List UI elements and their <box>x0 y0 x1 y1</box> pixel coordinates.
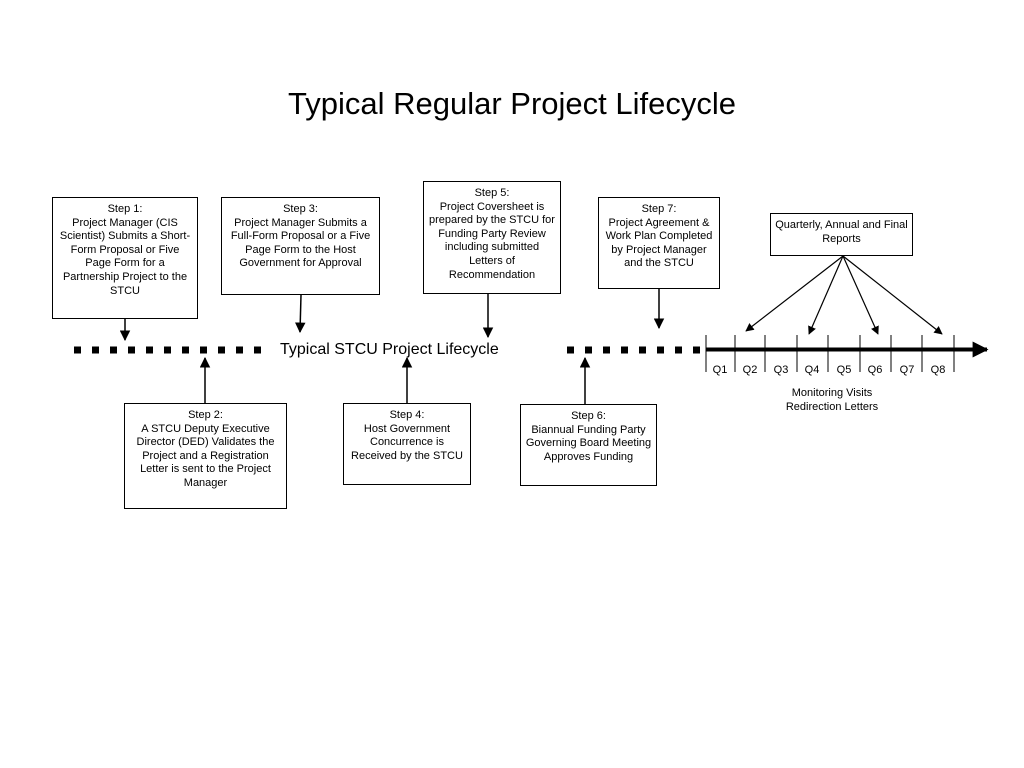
step-7-heading: Step 7: <box>641 203 677 215</box>
timeline-ticks <box>705 335 955 372</box>
quarter-label: Q8 <box>930 364 946 376</box>
step-2-heading: Step 2: <box>188 409 223 421</box>
step-4-heading: Step 4: <box>389 409 425 421</box>
step-6-box: Step 6: Biannual Funding Party Governing… <box>520 404 657 486</box>
quarter-label: Q2 <box>742 364 758 376</box>
reports-text: Quarterly, Annual and Final Reports <box>775 219 908 245</box>
redirection-letters: Redirection Letters <box>785 400 879 413</box>
step-3-box: Step 3: Project Manager Submits a Full-F… <box>221 197 380 295</box>
step-5-text: Project Coversheet is prepared by the ST… <box>429 200 555 281</box>
step-7-text: Project Agreement & Work Plan Completed … <box>605 216 713 270</box>
step-1-text: Project Manager (CIS Scientist) Submits … <box>59 216 191 297</box>
step-1-box: Step 1: Project Manager (CIS Scientist) … <box>52 197 198 319</box>
step-4-box: Step 4: Host Government Concurrence is R… <box>343 403 471 485</box>
step-4-text: Host Government Concurrence is Received … <box>351 422 463 462</box>
step-2-text: A STCU Deputy Executive Director (DED) V… <box>136 422 275 489</box>
quarter-label: Q4 <box>804 364 820 376</box>
report-arrows <box>745 255 943 335</box>
lifecycle-label: Typical STCU Project Lifecycle <box>280 341 499 358</box>
step-7-box: Step 7: Project Agreement & Work Plan Co… <box>598 197 720 289</box>
page-title: Typical Regular Project Lifecycle <box>288 86 736 121</box>
step-2-box: Step 2: A STCU Deputy Executive Director… <box>124 403 287 509</box>
step-5-box: Step 5: Project Coversheet is prepared b… <box>423 181 561 294</box>
step-5-heading: Step 5: <box>474 187 510 199</box>
quarter-label: Q5 <box>836 364 852 376</box>
arrow-step-3 <box>295 294 306 334</box>
step-3-heading: Step 3: <box>283 203 318 215</box>
quarter-label: Q6 <box>867 364 883 376</box>
step-1-heading: Step 1: <box>107 203 143 215</box>
quarter-label: Q1 <box>712 364 728 376</box>
quarter-label: Q7 <box>899 364 915 376</box>
quarter-label: Q3 <box>773 364 789 376</box>
reports-box: Quarterly, Annual and Final Reports <box>770 213 913 256</box>
step-6-heading: Step 6: <box>571 410 606 422</box>
monitoring-visits: Monitoring Visits <box>791 387 873 399</box>
step-3-text: Project Manager Submits a Full-Form Prop… <box>230 216 371 270</box>
monitoring-label: Monitoring Visits Redirection Letters <box>770 387 894 414</box>
step-6-text: Biannual Funding Party Governing Board M… <box>525 423 652 463</box>
